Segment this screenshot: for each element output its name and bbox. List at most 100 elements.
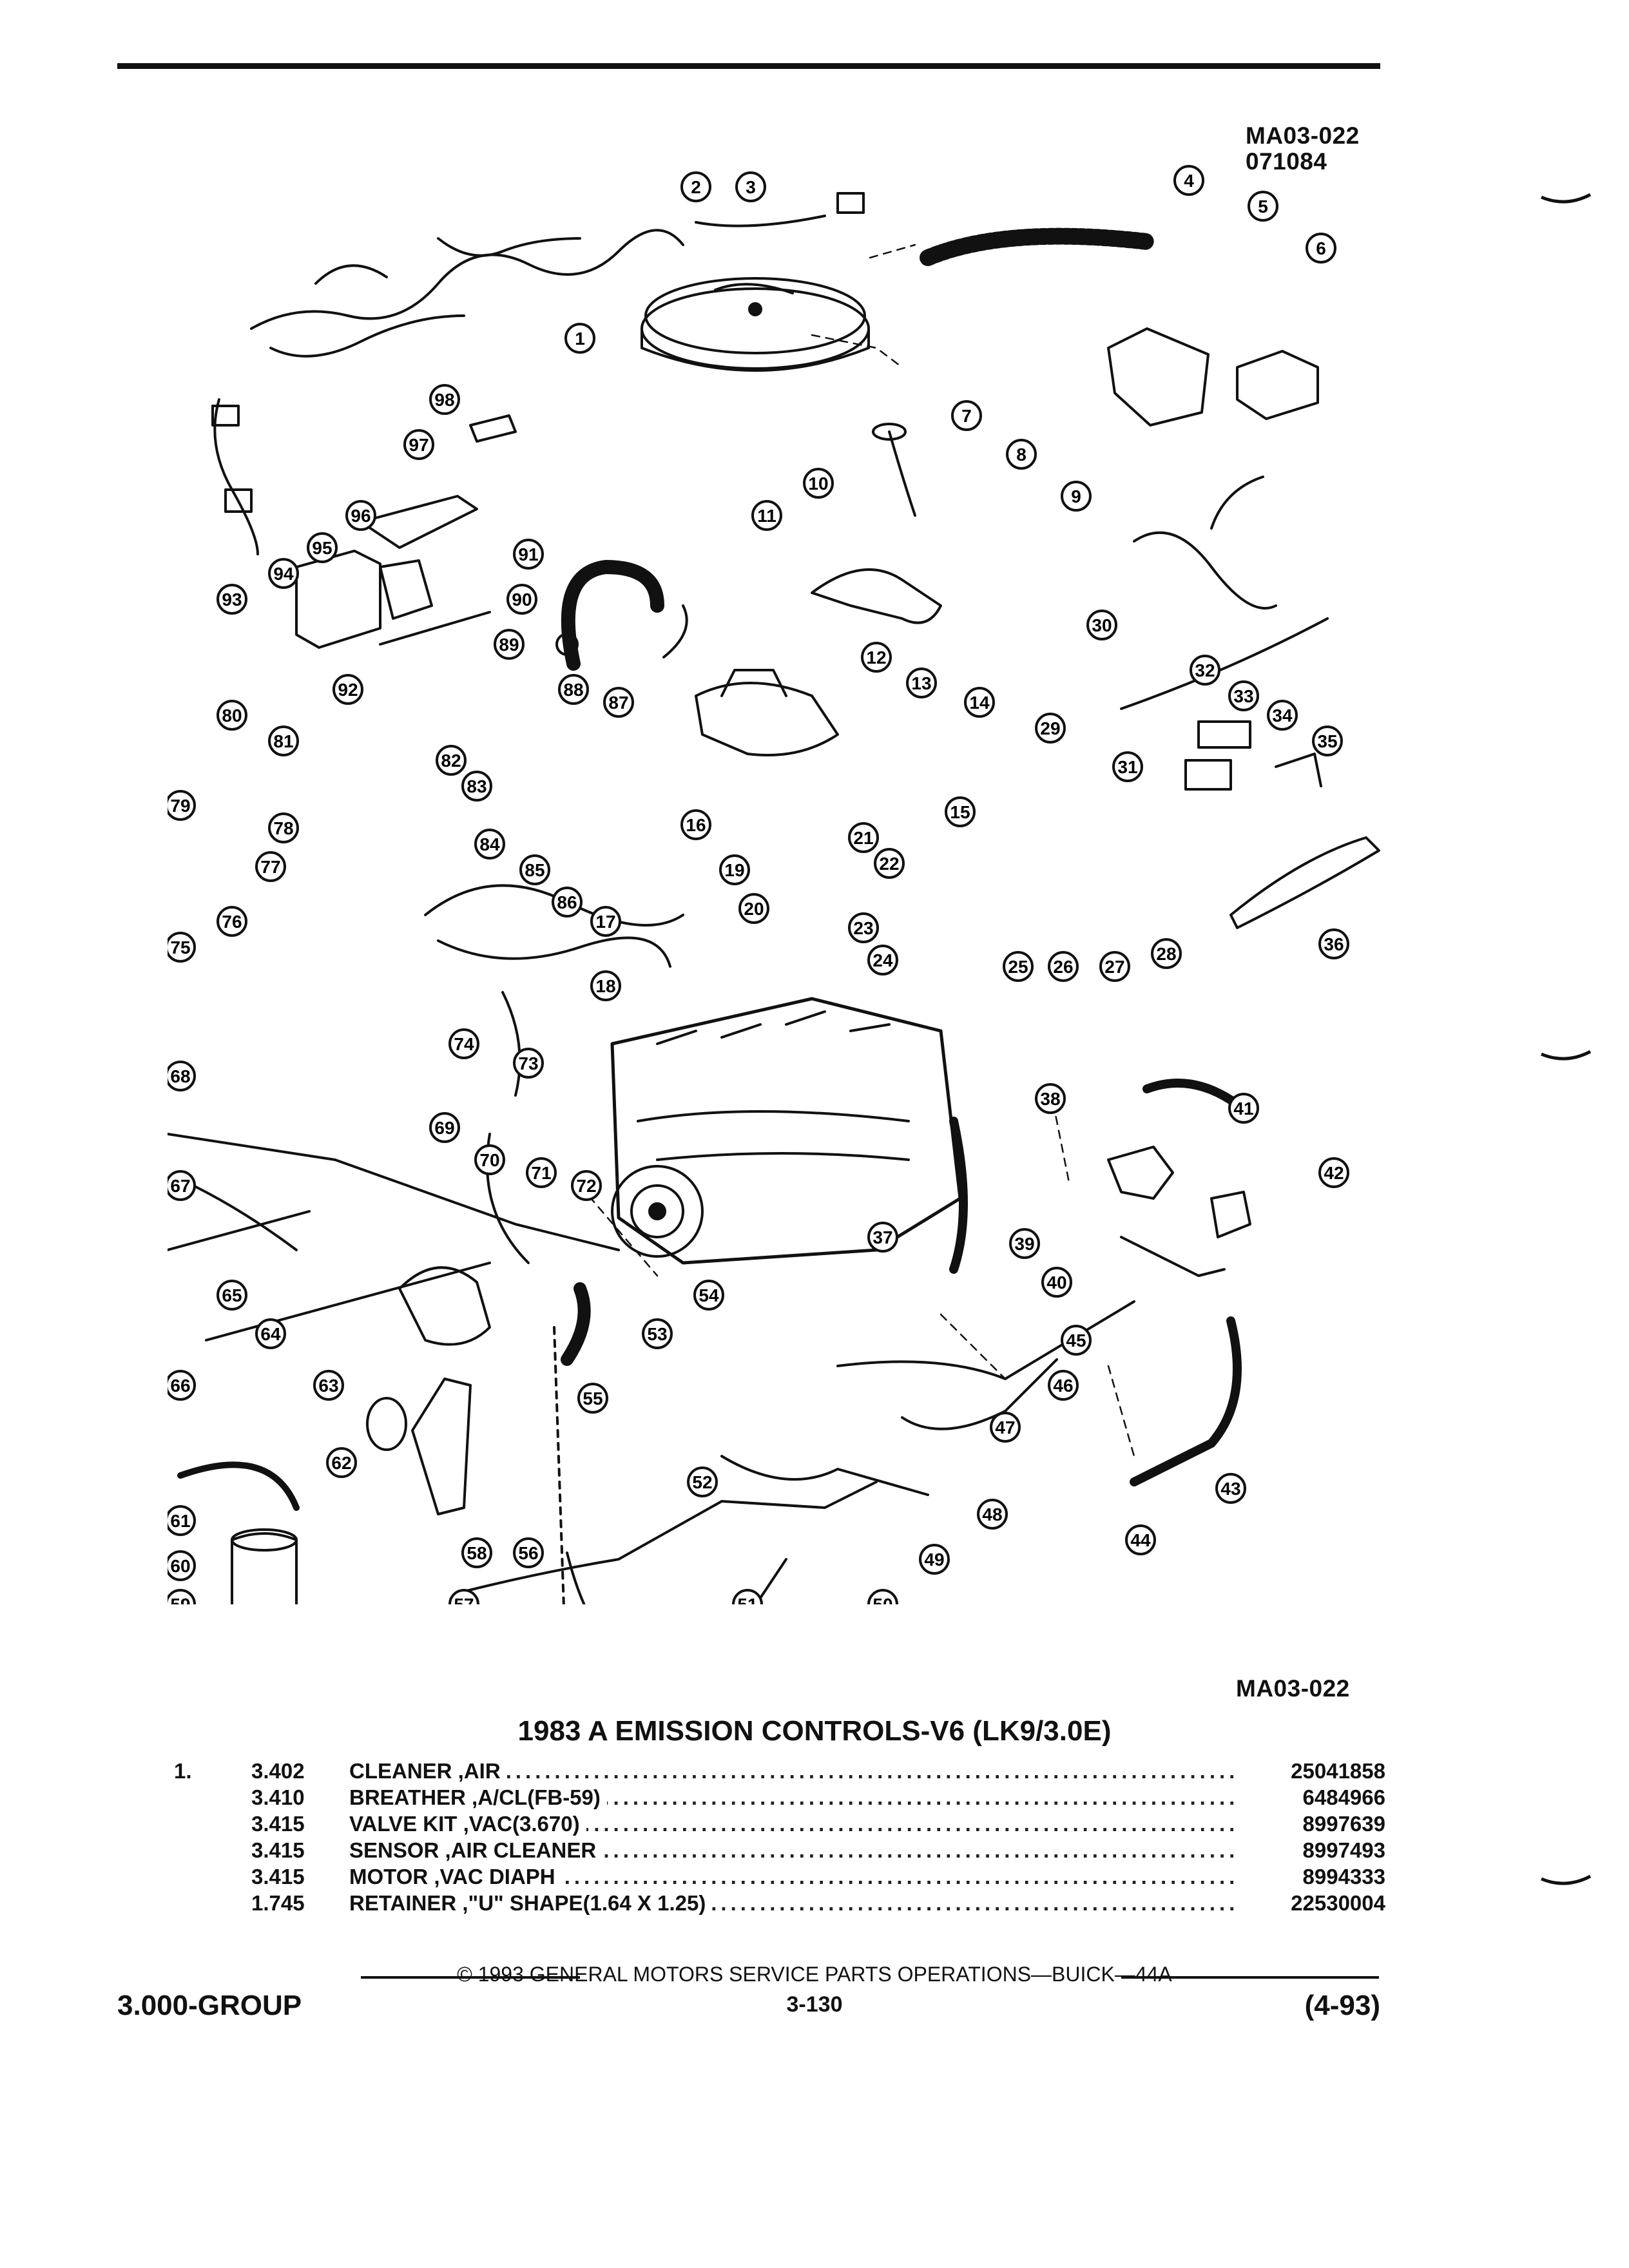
callout-circle xyxy=(1035,713,1066,744)
callout-number: 71 xyxy=(531,1163,551,1183)
callout-37: 37 xyxy=(867,1222,898,1253)
callout-63: 63 xyxy=(313,1370,344,1401)
callout-circle xyxy=(861,642,892,673)
part-description-text: RETAINER ,"U" SHAPE(1.64 X 1.25) xyxy=(349,1891,713,1915)
part-description-text: MOTOR ,VAC DIAPH xyxy=(349,1865,562,1888)
callout-number: 33 xyxy=(1233,686,1253,706)
callout-number: 77 xyxy=(260,857,280,877)
callout-42: 42 xyxy=(1318,1157,1349,1188)
callout-18: 18 xyxy=(590,970,621,1001)
callout-circle xyxy=(168,1061,196,1091)
callout-49: 49 xyxy=(919,1544,950,1575)
callout-circle xyxy=(217,1280,247,1311)
callout-number: 26 xyxy=(1053,957,1073,977)
callout-number: 8 xyxy=(1016,445,1027,465)
callout-number: 95 xyxy=(312,538,332,558)
callout-number: 80 xyxy=(222,706,242,726)
page-number: 3-130 xyxy=(786,1992,843,2017)
callout-circle xyxy=(513,1048,544,1079)
callout-68: 68 xyxy=(168,1061,196,1091)
callout-number: 6 xyxy=(1316,238,1326,258)
callout-number: 14 xyxy=(969,693,990,713)
callout-94: 94 xyxy=(268,558,299,589)
callout-82: 82 xyxy=(436,745,467,776)
callout-circle xyxy=(345,500,376,531)
part-number: 6484966 xyxy=(1302,1785,1385,1809)
part-number: 22530004 xyxy=(1291,1891,1385,1915)
callout-24: 24 xyxy=(867,945,898,975)
callout-13: 13 xyxy=(906,668,937,698)
callout-number: 43 xyxy=(1220,1479,1240,1499)
callout-circle xyxy=(1248,191,1278,222)
callout-38: 38 xyxy=(1035,1083,1066,1114)
charcoal-canister xyxy=(231,1532,298,1604)
callout-number: 62 xyxy=(331,1453,351,1473)
callout-circle xyxy=(874,848,905,879)
callout-35: 35 xyxy=(1312,726,1343,756)
callout-25: 25 xyxy=(1003,951,1034,982)
callout-circle xyxy=(1048,1370,1079,1401)
callout-23: 23 xyxy=(848,912,879,943)
group-code: 1.745 xyxy=(251,1891,305,1915)
callout-number: 5 xyxy=(1258,197,1268,216)
callout-27: 27 xyxy=(1099,951,1130,982)
binder-mark-2 xyxy=(1541,1050,1592,1061)
callout-number: 9 xyxy=(1071,486,1081,506)
part-description: SENSOR ,AIR CLEANER xyxy=(349,1837,603,1863)
callout-number: 67 xyxy=(170,1176,190,1196)
bracket-6 xyxy=(1236,350,1319,420)
callout-circle xyxy=(1312,726,1343,756)
part-description: RETAINER ,"U" SHAPE(1.64 X 1.25) xyxy=(349,1890,713,1916)
callout-number: 63 xyxy=(318,1376,338,1396)
group-code: 3.415 xyxy=(251,1838,305,1862)
callout-circle xyxy=(494,629,525,660)
group-code: 3.402 xyxy=(251,1759,305,1783)
callout-number: 44 xyxy=(1130,1530,1151,1550)
callout-circle xyxy=(168,1370,196,1401)
callout-number: 57 xyxy=(454,1595,474,1604)
callout-number: 83 xyxy=(467,776,487,796)
callout-number: 16 xyxy=(686,815,706,835)
callout-75: 75 xyxy=(168,932,196,963)
callout-number: 54 xyxy=(699,1285,719,1305)
callout-number: 28 xyxy=(1156,944,1176,964)
callout-97: 97 xyxy=(403,429,434,460)
callout-64: 64 xyxy=(255,1318,286,1349)
engine-block xyxy=(610,997,962,1265)
callout-10: 10 xyxy=(803,468,834,499)
callout-47: 47 xyxy=(990,1412,1021,1443)
callout-74: 74 xyxy=(448,1028,479,1059)
callout-circle xyxy=(268,726,299,756)
callout-number: 51 xyxy=(737,1595,757,1604)
callout-circle xyxy=(168,1589,196,1604)
callout-14: 14 xyxy=(964,687,995,718)
callout-54: 54 xyxy=(693,1280,724,1311)
part-description-text: SENSOR ,AIR CLEANER xyxy=(349,1838,603,1862)
callout-circle xyxy=(313,1370,344,1401)
callout-89: 89 xyxy=(494,629,525,660)
callout-93: 93 xyxy=(217,584,247,615)
callout-30: 30 xyxy=(1086,610,1117,640)
callout-92: 92 xyxy=(333,674,363,705)
callout-circle xyxy=(735,171,766,202)
parts-list: 1.3.402.................................… xyxy=(174,1758,1385,1916)
callout-number: 19 xyxy=(724,860,744,880)
callout-circle xyxy=(680,809,711,840)
callout-number: 7 xyxy=(961,406,972,426)
callout-58: 58 xyxy=(461,1537,492,1568)
callout-circle xyxy=(307,532,338,563)
callout-96: 96 xyxy=(345,500,376,531)
callout-77: 77 xyxy=(255,851,286,882)
callout-12: 12 xyxy=(861,642,892,673)
callout-circle xyxy=(687,1466,718,1497)
callout-48: 48 xyxy=(977,1499,1008,1530)
callout-95: 95 xyxy=(307,532,338,563)
callout-5: 5 xyxy=(1248,191,1278,222)
callout-46: 46 xyxy=(1048,1370,1079,1401)
callout-number: 36 xyxy=(1324,934,1344,954)
section-title: 1983 A EMISSION CONTROLS-V6 (LK9/3.0E) xyxy=(517,1715,1112,1747)
callout-83: 83 xyxy=(461,771,492,802)
callout-number: 39 xyxy=(1014,1234,1034,1254)
callout-number: 1 xyxy=(575,329,585,349)
callout-number: 56 xyxy=(518,1543,538,1563)
